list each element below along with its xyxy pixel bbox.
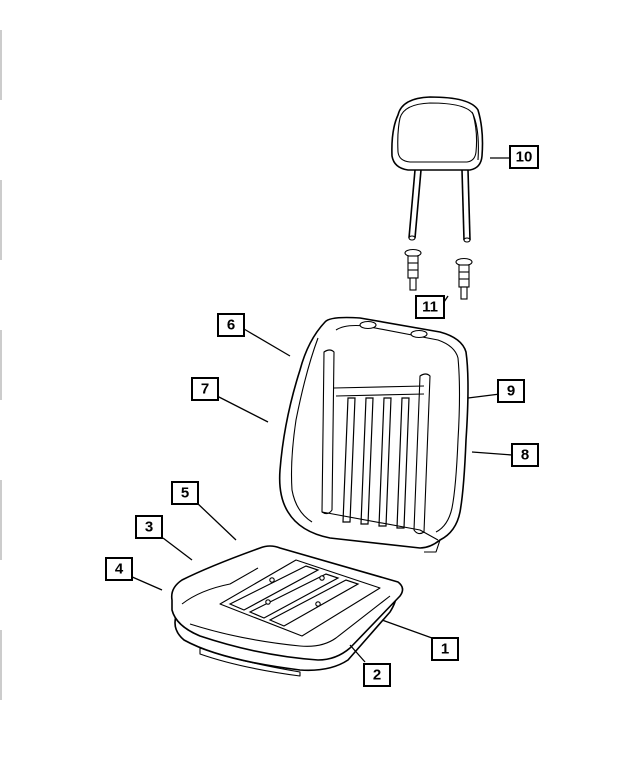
callout-1: 1 — [431, 637, 459, 661]
callout-2: 2 — [363, 663, 391, 687]
callout-5: 5 — [171, 481, 199, 505]
callout-3: 3 — [135, 515, 163, 539]
head-restraint-guides — [404, 248, 473, 300]
callout-6: 6 — [217, 313, 245, 337]
callout-11: 11 — [415, 295, 445, 319]
callout-10: 10 — [509, 145, 539, 169]
head-restraint — [391, 96, 484, 243]
svg-text:10: 10 — [516, 149, 533, 166]
callout-4: 4 — [105, 557, 133, 581]
svg-text:6: 6 — [227, 317, 235, 334]
svg-text:11: 11 — [422, 299, 438, 316]
callout-7: 7 — [191, 377, 219, 401]
svg-text:7: 7 — [201, 381, 209, 398]
seat-cushion — [170, 545, 404, 677]
seat-back — [278, 316, 469, 553]
callout-9: 9 — [497, 379, 525, 403]
svg-text:3: 3 — [145, 519, 153, 536]
svg-text:2: 2 — [373, 667, 381, 684]
svg-text:5: 5 — [181, 485, 189, 502]
svg-text:8: 8 — [521, 447, 529, 464]
svg-text:9: 9 — [507, 383, 515, 400]
svg-text:1: 1 — [441, 641, 449, 658]
svg-text:4: 4 — [115, 561, 124, 578]
callout-8: 8 — [511, 443, 539, 467]
